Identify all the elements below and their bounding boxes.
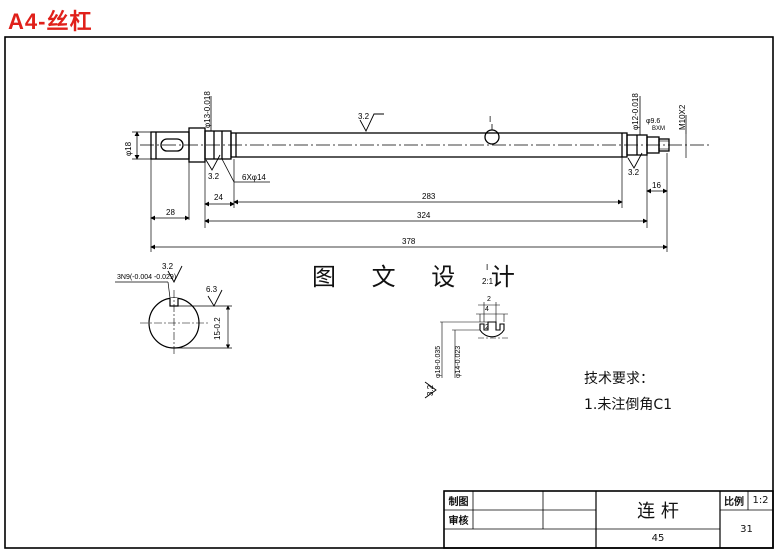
dim-phi18: φ18 (124, 141, 133, 156)
tb-material-code: 45 (651, 533, 665, 544)
dim-324: 324 (417, 211, 431, 220)
detail-w2b: 2 (485, 324, 489, 331)
drawing-frame (4, 36, 774, 549)
dim-24: 24 (214, 193, 223, 202)
tech-req-heading: 技术要求： (584, 371, 654, 387)
detail-view (478, 321, 508, 339)
tb-label-checked: 审核 (448, 516, 469, 527)
section-mark-main: I (489, 115, 491, 124)
detail-w2a: 2 (487, 296, 491, 303)
tb-scale-label: 比例 (724, 497, 744, 508)
tech-requirements: 技术要求： 1.未注倒角C1 (584, 366, 672, 418)
rough-right: 3.2 (628, 168, 640, 177)
groove-label: 6Xφ14 (242, 173, 266, 182)
section-keyway-tol: 3N9(-0.004 -0.029) (117, 274, 176, 281)
dim-phi9-6: φ9.6 (646, 118, 660, 125)
detail-scale: 2:1 (482, 277, 494, 286)
title-block (443, 490, 774, 549)
dim-phi13: φ13-0.018 (203, 91, 212, 128)
dim-m10: M10X2 (678, 104, 687, 130)
section-rough-side: 6.3 (206, 285, 218, 294)
detail-d18: φ18-0.035 (435, 346, 442, 378)
rough-top: 3.2 (358, 112, 370, 121)
rough-left: 3.2 (208, 172, 220, 181)
dim-283: 283 (422, 192, 436, 201)
detail-w4: 4 (485, 306, 489, 313)
dim-378: 378 (402, 237, 416, 246)
tb-label-drawn: 制图 (448, 497, 469, 508)
tech-req-item-1: 1.未注倒角C1 (584, 397, 673, 413)
label-bxm: BXM (652, 126, 665, 132)
detail-mark: I (486, 263, 488, 272)
detail-d14: φ14-0.023 (455, 346, 462, 378)
dim-16: 16 (652, 181, 661, 190)
detail-rough: 3.2 (426, 384, 435, 396)
section-rough-key: 3.2 (162, 262, 174, 271)
key-section-view (140, 290, 208, 355)
section-depth: 15-0.2 (213, 317, 222, 340)
shaft-main-view (140, 127, 712, 163)
tb-part-name: 连 杆 (637, 501, 679, 522)
page-title: A4-丝杠 (8, 9, 93, 34)
dim-phi12: φ12-0.018 (631, 93, 640, 130)
dim-28: 28 (166, 208, 175, 217)
tb-drawing-no: 31 (740, 523, 753, 535)
tb-scale-value: 1:2 (752, 495, 769, 506)
watermark-text: 图 文 设 计 (312, 263, 529, 291)
